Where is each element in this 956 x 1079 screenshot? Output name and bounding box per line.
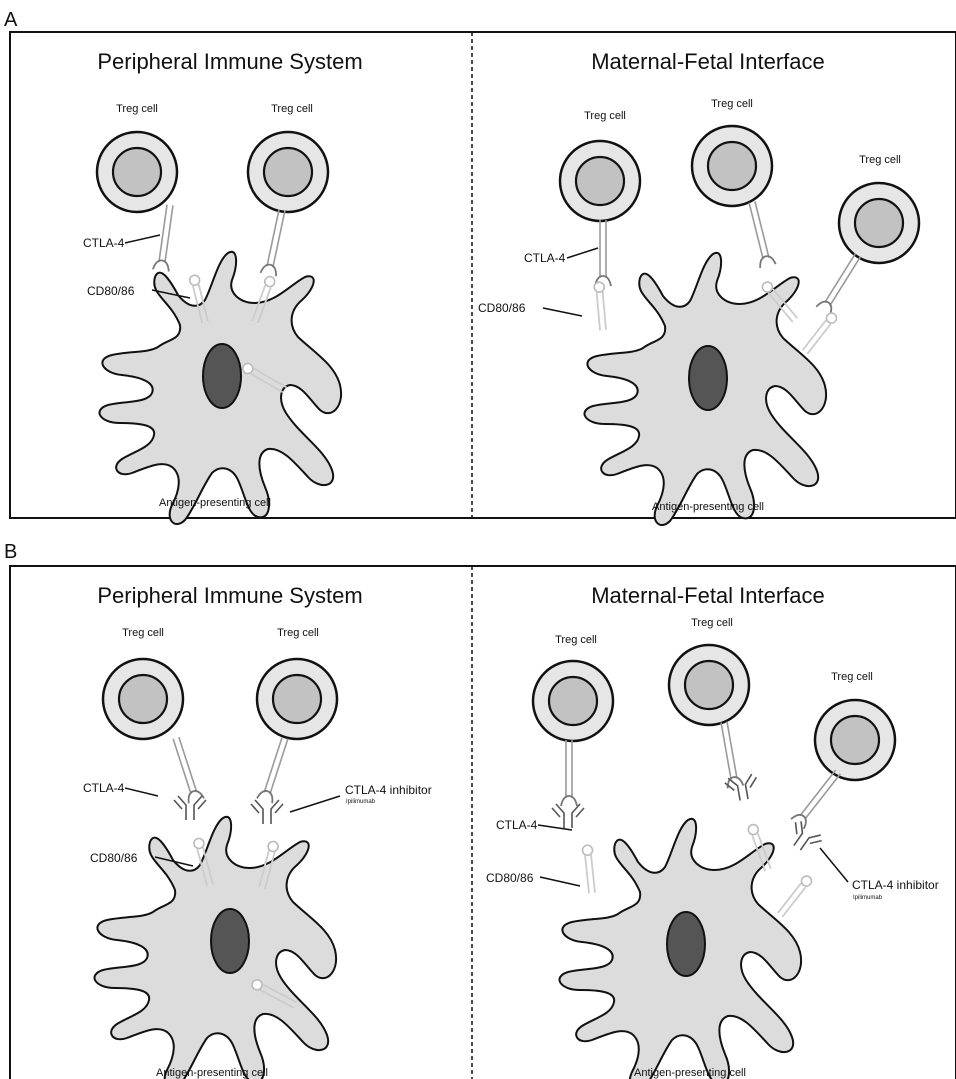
cd80-label: CD80/86 bbox=[90, 851, 138, 865]
treg-cell bbox=[533, 661, 613, 741]
ctla4-inhibitor-antibody bbox=[552, 804, 584, 828]
treg-cell bbox=[669, 645, 749, 725]
ctla4-inhibitor-antibody bbox=[174, 796, 206, 820]
ctla4-receptor bbox=[168, 736, 204, 804]
cd80-ligand bbox=[801, 311, 838, 355]
apc-label: Antigen-presenting cell bbox=[159, 497, 271, 509]
treg-cell bbox=[692, 126, 772, 206]
ctla4-inhibitor-antibody bbox=[724, 773, 760, 802]
treg-label: Treg cell bbox=[277, 627, 319, 639]
panel-b-letter: B bbox=[4, 541, 17, 563]
inhibitor-leader-line bbox=[820, 848, 848, 882]
ctla4-leader-line bbox=[567, 248, 598, 258]
treg-label: Treg cell bbox=[859, 154, 901, 166]
ctla4-receptor bbox=[744, 200, 775, 268]
apc-nucleus bbox=[667, 912, 705, 976]
panel-a-right-title: Maternal-Fetal Interface bbox=[591, 49, 825, 74]
cd80-ligand bbox=[594, 282, 608, 331]
treg-cell bbox=[257, 659, 337, 739]
treg-cell bbox=[815, 700, 895, 780]
treg-label: Treg cell bbox=[122, 627, 164, 639]
treg-cell bbox=[560, 141, 640, 221]
ctla4-inhibitor-antibody bbox=[784, 819, 824, 857]
treg-cell bbox=[839, 183, 919, 263]
ctla4-receptor bbox=[716, 721, 743, 789]
ctla4-label: CTLA-4 bbox=[496, 818, 538, 832]
ctla4-label: CTLA-4 bbox=[83, 781, 125, 795]
cd80-ligand bbox=[582, 845, 597, 894]
ctla4-label: CTLA-4 bbox=[524, 251, 566, 265]
panel-b-right-title: Maternal-Fetal Interface bbox=[591, 583, 825, 608]
inhibitor-label: CTLA-4 inhibitor bbox=[345, 783, 432, 797]
ctla4-leader-line bbox=[538, 825, 572, 830]
treg-label: Treg cell bbox=[711, 98, 753, 110]
treg-label: Treg cell bbox=[584, 110, 626, 122]
ctla4-receptor bbox=[561, 740, 577, 806]
treg-label: Treg cell bbox=[831, 671, 873, 683]
panel-a-left-title: Peripheral Immune System bbox=[97, 49, 362, 74]
ctla4-receptor bbox=[595, 220, 611, 286]
treg-cell bbox=[97, 132, 177, 212]
inhibitor-drug-label: Ipilimumab bbox=[346, 799, 376, 805]
treg-label: Treg cell bbox=[555, 634, 597, 646]
apc-label: Antigen-presenting cell bbox=[156, 1067, 268, 1079]
ctla4-leader-line bbox=[125, 788, 158, 796]
cd80-label: CD80/86 bbox=[486, 871, 534, 885]
cd80-label: CD80/86 bbox=[478, 301, 526, 315]
ctla4-leader-line bbox=[125, 235, 160, 243]
cd80-leader-line bbox=[540, 877, 580, 886]
apc-nucleus bbox=[203, 344, 241, 408]
inhibitor-drug-label: Ipilimumab bbox=[853, 895, 883, 901]
treg-cell bbox=[248, 132, 328, 212]
ctla4-label: CTLA-4 bbox=[83, 236, 125, 250]
apc-label: Antigen-presenting cell bbox=[652, 501, 764, 513]
ctla4-inhibitor-antibody bbox=[251, 800, 283, 824]
apc-nucleus bbox=[689, 346, 727, 410]
ctla4-receptor bbox=[816, 251, 865, 315]
cd80-ligand bbox=[776, 874, 813, 918]
treg-label: Treg cell bbox=[116, 103, 158, 115]
ctla4-receptor bbox=[260, 208, 289, 276]
cd80-leader-line bbox=[543, 308, 582, 316]
inhibitor-label: CTLA-4 inhibitor bbox=[852, 878, 939, 892]
apc-label: Antigen-presenting cell bbox=[634, 1067, 746, 1079]
ctla4-receptor bbox=[153, 204, 178, 272]
cd80-label: CD80/86 bbox=[87, 284, 135, 298]
inhibitor-leader-line bbox=[290, 796, 340, 812]
apc-nucleus bbox=[211, 909, 249, 973]
treg-label: Treg cell bbox=[271, 103, 313, 115]
treg-label: Treg cell bbox=[691, 617, 733, 629]
ctla4-receptor bbox=[257, 736, 293, 804]
panel-a-letter: A bbox=[4, 9, 18, 31]
treg-cell bbox=[103, 659, 183, 739]
panel-b-left-title: Peripheral Immune System bbox=[97, 583, 362, 608]
